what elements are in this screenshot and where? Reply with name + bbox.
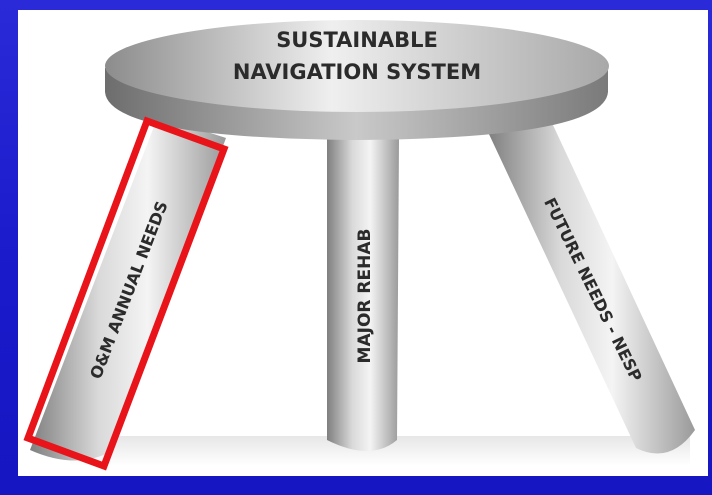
highlight-box [23,116,229,471]
seat-label-line2: NAVIGATION SYSTEM [233,60,481,84]
seat-top [105,20,609,112]
leg-major-rehab: MAJOR REHAB [327,138,399,451]
leg-future-needs: FUTURE NEEDS - NESP [488,110,695,454]
stool-seat: SUSTAINABLE NAVIGATION SYSTEM [105,20,609,140]
leg-label-major-rehab: MAJOR REHAB [355,229,375,364]
seat-label-line1: SUSTAINABLE [276,28,438,52]
